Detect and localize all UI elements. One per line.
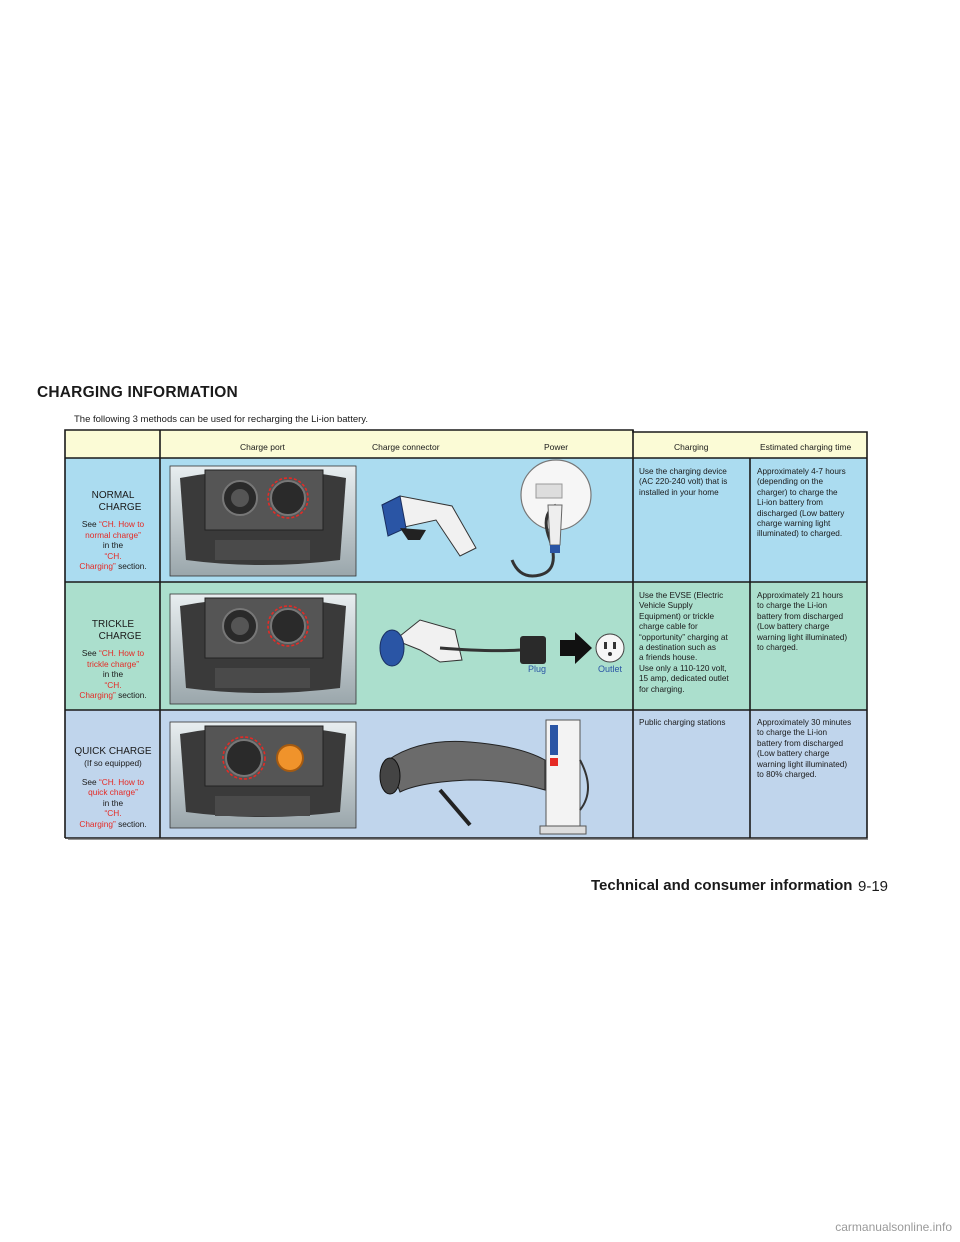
charge-port-image-quick (169, 721, 357, 829)
row-label-quick: QUICK CHARGE (If so equipped) See “CH. H… (66, 746, 160, 829)
reference-link[interactable]: Charging” (79, 690, 116, 700)
header-charge-connector: Charge connector (372, 442, 440, 452)
header-estimated-time: Estimated charging time (760, 442, 852, 452)
reference-link[interactable]: quick charge” (88, 787, 138, 797)
row-label-normal: NORMAL CHARGE See “CH. How to normal cha… (66, 490, 160, 572)
header-charging: Charging (674, 442, 709, 452)
time-desc-quick: Approximately 30 minutes to charge the L… (757, 718, 852, 780)
quick-charging-station-image (539, 719, 589, 835)
reference-link[interactable]: normal charge” (85, 529, 141, 540)
outlet-label: Outlet (598, 664, 623, 674)
reference-link[interactable]: Charging” (79, 561, 116, 571)
quick-connector-image (379, 740, 546, 827)
reference-link[interactable]: “CH. (104, 808, 122, 818)
header-charge-port: Charge port (240, 442, 285, 452)
reference-link[interactable]: Charging” (79, 818, 116, 829)
reference-link[interactable]: trickle charge” (86, 658, 140, 669)
charging-methods-table (64, 429, 868, 840)
plug-label: Plug (528, 664, 547, 674)
charging-desc-quick: Public charging stations (639, 718, 726, 727)
section-title: CHARGING INFORMATION (37, 384, 238, 401)
reference-link[interactable]: “CH. (104, 550, 122, 561)
intro-text: The following 3 methods can be used for … (74, 414, 368, 425)
reference-link[interactable]: “CH. How to (98, 648, 145, 658)
reference-link[interactable]: “CH. (104, 679, 122, 690)
charge-port-image-trickle (169, 593, 357, 705)
page-number: 9-19 (858, 878, 889, 895)
charge-port-image-normal (169, 465, 357, 577)
reference-link[interactable]: “CH. How to (98, 776, 145, 787)
reference-link[interactable]: “CH. How to (98, 519, 145, 529)
watermark: carmanualsonline.info (835, 1220, 952, 1234)
header-row-bg-right (633, 432, 867, 458)
trickle-connector-image (379, 619, 625, 667)
header-power: Power (544, 442, 569, 452)
power-device-normal (510, 459, 592, 578)
charging-desc-normal: Use the charging device (AC 220-240 volt… (639, 467, 728, 497)
time-desc-trickle: Approximately 21 hours to charge the Li-… (757, 591, 848, 653)
charging-desc-trickle: Use the EVSE (Electric Vehicle Supply Eq… (639, 591, 729, 694)
footer-section-title: Technical and consumer information (591, 877, 853, 894)
normal-connector-image (381, 495, 477, 557)
time-desc-normal: Approximately 4-7 hours (depending on th… (757, 467, 846, 539)
row-label-trickle: TRICKLE CHARGE See “CH. How to trickle c… (66, 619, 160, 701)
